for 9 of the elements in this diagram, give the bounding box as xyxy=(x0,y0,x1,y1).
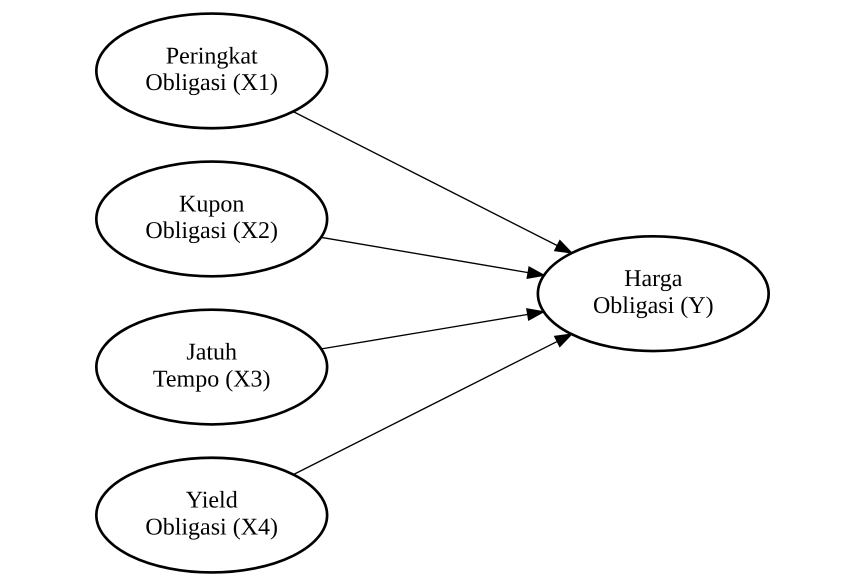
arrow xyxy=(292,111,573,254)
node-ellipse: Harga Obligasi (Y) xyxy=(536,234,770,352)
node-ellipse: Kupon Obligasi (X2) xyxy=(94,160,328,278)
node-ellipse: Jatuh Tempo (X3) xyxy=(94,308,328,426)
node-ellipse: Peringkat Obligasi (X1) xyxy=(94,12,328,130)
arrow xyxy=(292,333,573,476)
arrow xyxy=(320,308,546,350)
arrow xyxy=(320,236,546,279)
node-ellipse: Yield Obligasi (X4) xyxy=(94,456,328,574)
